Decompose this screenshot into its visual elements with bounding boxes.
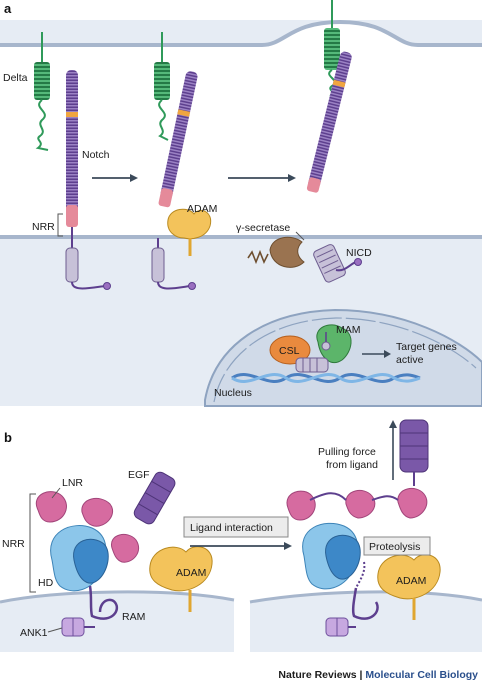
egf-label: EGF [128,469,150,481]
proteolysis-label: Proteolysis [369,541,420,553]
nrr-label-a: NRR [32,221,55,233]
panel-b: b LNR EGF HD NRR [0,419,482,652]
gamma-secretase-leader [295,231,305,241]
adam-protease-a [167,208,212,256]
journal-separator: | [357,669,366,681]
notch-receptor-2 [158,71,198,208]
adam-label-a: ADAM [187,203,217,215]
proteolysis-cleavage-dots [355,561,366,589]
panel-a-letter: a [4,1,12,16]
nicd [313,244,346,283]
nrr-label-b: NRR [2,538,25,550]
top-membrane-line [0,19,482,47]
panel-b-left-membrane-line [0,590,235,604]
notch-label: Notch [82,149,110,161]
lnr-domains-left [35,491,140,563]
pulling-force-arrow [389,420,397,480]
lnr-leader [51,487,61,499]
notch-ecd-endocytosed [306,51,352,193]
nuclear-membrane-inner [213,317,477,403]
csl-protein [269,335,311,365]
panel-b-right-membrane-line [249,590,482,604]
hd-domain-right [302,522,361,590]
nicd-in-complex [295,357,329,373]
process-arrow-2 [228,174,296,182]
delta-ligand-2 [154,32,170,141]
hd-domain-left [50,525,109,592]
panel-b-left-membrane [0,591,234,652]
proteolysis-box [363,536,431,556]
notch-intracellular-left [61,585,119,637]
nicd-label: NICD [346,247,372,259]
journal-section: Molecular Cell Biology [365,669,478,681]
nucleus-label: Nucleus [214,387,252,399]
journal-credit: Nature Reviews | Molecular Cell Biology [278,669,478,681]
delta-ligand-1 [34,32,50,151]
nrr-bracket-a [57,213,63,237]
ligand-interaction-arrow [190,542,292,550]
hd-label: HD [38,577,54,589]
egf-repeats-left [133,471,176,525]
ligand-interaction-box [183,516,289,538]
target-genes-label-line1: Target genes [396,341,457,353]
mam-label: MAM [336,324,361,336]
lnr-label: LNR [62,477,83,489]
gamma-secretase [247,236,305,268]
delta-ligand-3 [324,0,340,97]
process-arrow-1 [92,174,138,182]
pulling-force-label-line1: Pulling force [318,446,376,458]
csl-label: CSL [279,345,300,357]
panel-b-right-membrane [250,591,482,652]
svg-text:Nature Reviews | Molecular Cel: Nature Reviews | Molecular Cell Biology [278,669,478,681]
notch-receptor-1 [65,70,111,290]
dna-helix [231,373,421,383]
ligand-interaction-label: Ligand interaction [190,522,273,534]
ank1-label: ANK1 [20,627,48,639]
notch-intracellular-right [325,587,379,637]
pulling-force-label-line2: from ligand [326,459,378,471]
target-genes-arrow [362,350,391,358]
ram-label: RAM [122,611,145,623]
journal-name: Nature Reviews [278,669,356,681]
adam-protease-right [377,554,441,620]
adam-left-label: ADAM [176,567,206,579]
egf-repeats-right [399,419,429,486]
adam-right-label: ADAM [396,575,426,587]
top-cell-membrane [0,20,482,45]
panel-b-letter: b [4,430,12,445]
nicd-tail-end [354,258,362,266]
panel-a: a Delta Notch NRR [0,0,482,407]
target-genes-label-line2: active [396,354,424,366]
nrr-bracket-b [29,493,36,593]
mam-protein [316,324,352,364]
ank1-leader [47,627,63,633]
notch-intracellular-2 [151,238,196,290]
delta-label: Delta [3,72,28,84]
lnr-domains-right [286,487,428,521]
adam-protease-left [149,546,213,612]
gamma-secretase-label: γ-secretase [236,222,290,234]
